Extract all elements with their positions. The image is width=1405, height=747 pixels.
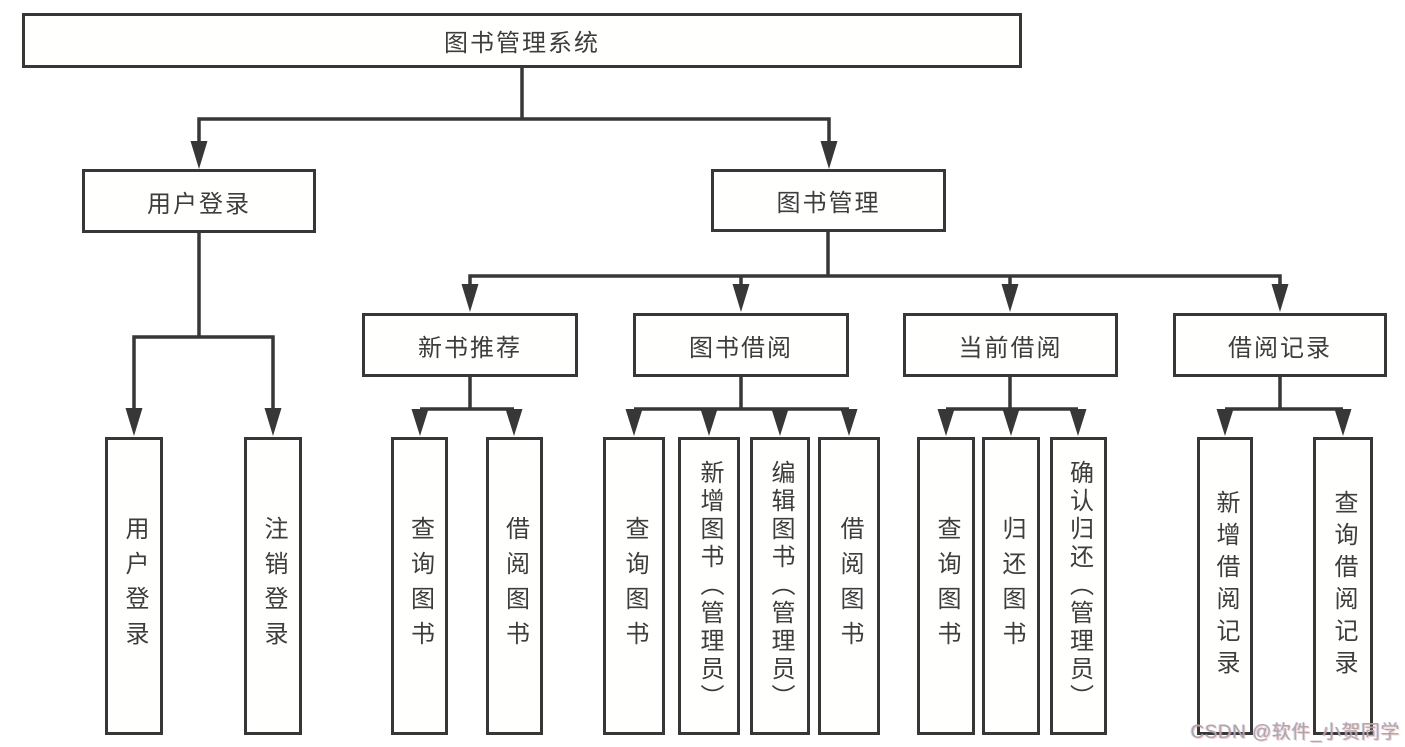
- leaf-label: 查询图书: [406, 516, 434, 656]
- leaf-query-books-current: 查询图书: [917, 437, 975, 735]
- leaf-query-books-recommend: 查询图书: [391, 437, 448, 735]
- leaf-borrow-books: 借阅图书: [818, 437, 880, 735]
- leaf-logout: 注销登录: [244, 437, 302, 735]
- leaf-label: 查询借阅记录: [1330, 490, 1357, 682]
- leaf-label: 归还图书: [998, 516, 1025, 656]
- node-user-login: 用户登录: [82, 169, 316, 233]
- leaf-add-borrow-record: 新增借阅记录: [1197, 437, 1253, 735]
- leaf-query-borrow-record: 查询借阅记录: [1313, 437, 1373, 735]
- leaf-label: 新增借阅记录: [1212, 490, 1239, 682]
- watermark-text: CSDN @软件_小贺同学: [1190, 722, 1400, 743]
- leaf-label: 注销登录: [260, 516, 287, 656]
- leaf-label: 查询图书: [621, 516, 648, 656]
- leaf-label: 编辑图书（管理员）: [767, 460, 794, 712]
- node-book-management: 图书管理: [711, 169, 946, 232]
- leaf-label: 借阅图书: [836, 516, 863, 656]
- leaf-label: 确认归还（管理员）: [1065, 460, 1093, 712]
- node-book-borrow: 图书借阅: [633, 313, 849, 377]
- node-new-book-recommend: 新书推荐: [362, 313, 578, 377]
- node-label: 图书管理: [776, 190, 881, 217]
- node-borrow-records: 借阅记录: [1173, 313, 1387, 377]
- leaf-label: 用户登录: [121, 516, 148, 656]
- node-library-management-system: 图书管理系统: [22, 13, 1022, 68]
- node-label: 用户登录: [147, 190, 251, 218]
- leaf-add-book-admin: 新增图书（管理员）: [678, 437, 740, 735]
- node-label: 新书推荐: [418, 334, 522, 362]
- leaf-confirm-return-admin: 确认归还（管理员）: [1050, 437, 1107, 735]
- leaf-return-books: 归还图书: [982, 437, 1040, 735]
- node-label: 图书借阅: [689, 334, 793, 362]
- leaf-edit-book-admin: 编辑图书（管理员）: [750, 437, 810, 735]
- node-label: 借阅记录: [1228, 334, 1332, 362]
- node-current-borrow: 当前借阅: [903, 313, 1118, 377]
- node-label: 当前借阅: [958, 334, 1063, 362]
- leaf-label: 借阅图书: [501, 516, 529, 656]
- leaf-label: 查询图书: [933, 516, 960, 656]
- leaf-label: 新增图书（管理员）: [696, 460, 723, 712]
- leaf-query-books-borrow: 查询图书: [603, 437, 665, 735]
- leaf-user-login: 用户登录: [105, 437, 163, 735]
- node-label: 图书管理系统: [444, 30, 600, 57]
- leaf-borrow-books-recommend: 借阅图书: [486, 437, 543, 735]
